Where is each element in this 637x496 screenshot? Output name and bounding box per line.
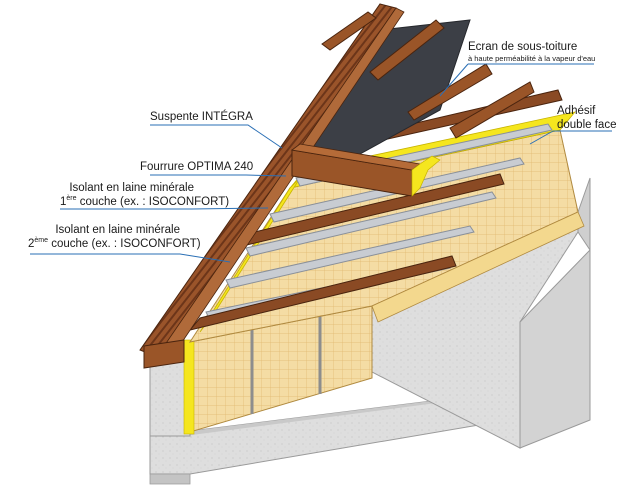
isolant2-rest: couche (ex. : ISOCONFORT): [48, 238, 201, 250]
adhesif-line1: Adhésif: [557, 105, 596, 117]
leader-lines: [30, 63, 612, 263]
label-adhesif-double-face: Adhésif double face: [557, 104, 616, 132]
isolant1-ordinal-number: 1: [60, 196, 67, 208]
eave-beam: [143, 339, 185, 369]
isolant2-ordinal-suffix: ème: [34, 237, 49, 245]
ecran-subtitle-text: à haute perméabilité à la vapeur d'eau: [468, 54, 596, 63]
fourrure-text: Fourrure OPTIMA 240: [140, 161, 254, 173]
label-fourrure: Fourrure OPTIMA 240: [140, 160, 253, 174]
purlin: [291, 143, 441, 197]
isolant2-ordinal-number: 2: [28, 238, 35, 250]
label-suspente: Suspente INTÉGRA: [150, 110, 253, 124]
label-isolant-1: Isolant en laine minérale 1ère couche (e…: [60, 181, 229, 209]
adhesif-line2: double face: [557, 119, 617, 131]
label-isolant-2: Isolant en laine minérale 2ème couche (e…: [28, 223, 201, 251]
ecran-title-text: Ecran de sous-toiture: [468, 41, 578, 53]
ridge-rafters: [321, 11, 535, 139]
isolant1-line1: Isolant en laine minérale: [69, 182, 194, 194]
isolant1-rest: couche (ex. : ISOCONFORT): [76, 196, 230, 208]
suspente-text: Suspente INTÉGRA: [150, 111, 253, 123]
label-ecran-sous-toiture: Ecran de sous-toiture à haute perméabili…: [468, 40, 595, 63]
isolant1-ordinal-suffix: ère: [66, 195, 77, 203]
isolant2-line1: Isolant en laine minérale: [55, 224, 180, 236]
gable-wall: [371, 177, 591, 449]
